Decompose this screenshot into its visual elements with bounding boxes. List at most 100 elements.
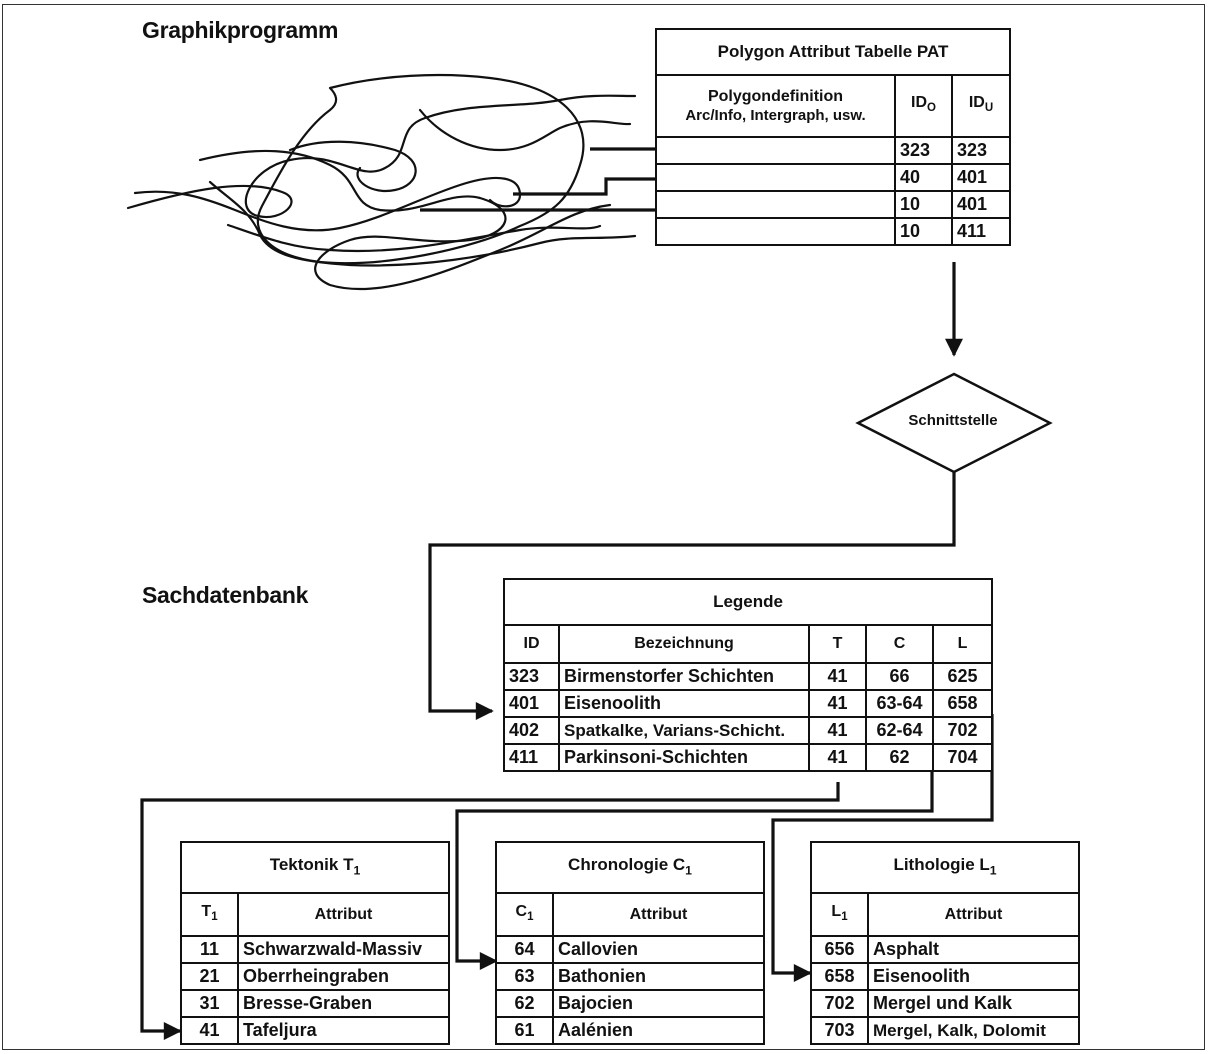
arrow-legende-to-lithologie (771, 714, 994, 982)
legende-cell-t: 41 (808, 743, 867, 772)
legende-cell-t: 41 (808, 716, 867, 745)
chronologie-cell-key: 63 (495, 962, 554, 992)
pat-cell-empty (655, 190, 896, 219)
chronologie-cell-key: 61 (495, 1016, 554, 1046)
legende-header-id: ID (503, 624, 560, 664)
tektonik-cell-key: 21 (180, 962, 239, 992)
lithologie-cell-attr: Asphalt (866, 935, 1081, 965)
lithologie-title-sub: 1 (989, 863, 997, 878)
chronologie-cell-attr: Callovien (551, 935, 766, 965)
table-row: 411 Parkinsoni-Schichten 41 62 704 (503, 743, 994, 772)
lithologie-cell-key: 702 (810, 989, 869, 1019)
legende-cell-name: Spatkalke, Varians-Schicht. (558, 716, 810, 745)
legende-header-bezeichnung: Bezeichnung (558, 624, 810, 664)
tektonik-header-key-sub: 1 (211, 911, 218, 924)
pat-cell-idu: 401 (950, 163, 1012, 192)
pat-cell-ido: 10 (894, 190, 953, 219)
polygon-map-graphic (126, 73, 637, 291)
legende-header-c: C (865, 624, 934, 664)
legende-cell-t: 41 (808, 689, 867, 718)
lithologie-cell-attr: Mergel und Kalk (866, 989, 1081, 1019)
legende-cell-id: 402 (503, 716, 560, 745)
chronologie-header-key: C1 (495, 892, 554, 938)
pat-cell-idu: 411 (950, 217, 1012, 246)
pat-header-idu: IDU (950, 74, 1012, 138)
chronologie-header-attribut: Attribut (551, 892, 766, 938)
pat-header-ido-sub: O (927, 102, 936, 115)
chronologie-title: Chronologie C1 (494, 840, 766, 895)
pat-cell-empty (655, 217, 896, 246)
legende-table: Legende ID Bezeichnung T C L 323 Birmens… (502, 578, 994, 772)
legende-cell-l: 625 (931, 662, 994, 691)
table-row: 323 Birmenstorfer Schichten 41 66 625 (503, 662, 994, 691)
legende-cell-name: Eisenoolith (558, 689, 810, 718)
pat-cell-ido: 10 (894, 217, 953, 246)
chronologie-title-text: Chronologie C (568, 855, 686, 874)
legende-cell-c: 66 (865, 662, 934, 691)
lithologie-cell-attr: Eisenoolith (866, 962, 1081, 992)
tektonik-cell-attr: Schwarzwald-Massiv (237, 935, 450, 965)
tektonik-cell-attr: Tafeljura (237, 1016, 450, 1046)
lithologie-header-key-text: L (831, 903, 842, 921)
legende-cell-name: Parkinsoni-Schichten (558, 743, 810, 772)
tektonik-cell-key: 31 (180, 989, 239, 1019)
legende-cell-id: 323 (503, 662, 560, 691)
chronologie-header-key-text: C (515, 903, 528, 921)
pat-cell-empty (655, 163, 896, 192)
schnittstelle-label: Schnittstelle (908, 412, 998, 429)
arrow-legende-to-tektonik (140, 782, 840, 1040)
tektonik-cell-key: 41 (180, 1016, 239, 1046)
pat-header-ido: IDO (894, 74, 953, 138)
legende-cell-l: 704 (931, 743, 994, 772)
pat-cell-idu: 401 (950, 190, 1012, 219)
pat-cell-idu: 323 (950, 136, 1012, 165)
diagram-frame (2, 4, 1205, 1050)
heading-sachdatenbank: Sachdatenbank (142, 582, 309, 608)
legende-cell-l: 702 (931, 716, 994, 745)
pat-cell-ido: 40 (894, 163, 953, 192)
legende-cell-id: 401 (503, 689, 560, 718)
tektonik-cell-attr: Oberrheingraben (237, 962, 450, 992)
chronologie-title-sub: 1 (685, 863, 692, 878)
pat-header-ido-text: ID (911, 94, 928, 112)
legende-cell-t: 41 (808, 662, 867, 691)
pat-cell-empty (655, 136, 896, 165)
tektonik-title-text: Tektonik T (269, 855, 354, 874)
chronologie-cell-attr: Bajocien (551, 989, 766, 1019)
tektonik-title: Tektonik T1 (180, 840, 450, 895)
chronologie-cell-key: 62 (495, 989, 554, 1019)
lithologie-title: Lithologie L1 (809, 840, 1081, 895)
tektonik-header-key-text: T (201, 903, 212, 921)
lithologie-header-key-sub: 1 (841, 911, 848, 924)
table-row: 401 Eisenoolith 41 63-64 658 (503, 689, 994, 718)
legende-header-l: L (931, 624, 994, 664)
pat-title: Polygon Attribut Tabelle PAT (654, 28, 1012, 76)
legende-cell-c: 62-64 (865, 716, 934, 745)
legende-cell-c: 63-64 (865, 689, 934, 718)
pat-header-idu-sub: U (984, 102, 994, 115)
pat-header-idu-text: ID (968, 94, 985, 112)
tektonik-cell-attr: Bresse-Graben (237, 989, 450, 1019)
legende-header-t: T (808, 624, 867, 664)
chronologie-header-key-sub: 1 (527, 911, 534, 924)
legende-title: Legende (502, 578, 994, 626)
pat-cell-ido: 323 (894, 136, 953, 165)
tektonik-cell-key: 11 (180, 935, 239, 965)
tektonik-header-attribut: Attribut (237, 892, 450, 938)
